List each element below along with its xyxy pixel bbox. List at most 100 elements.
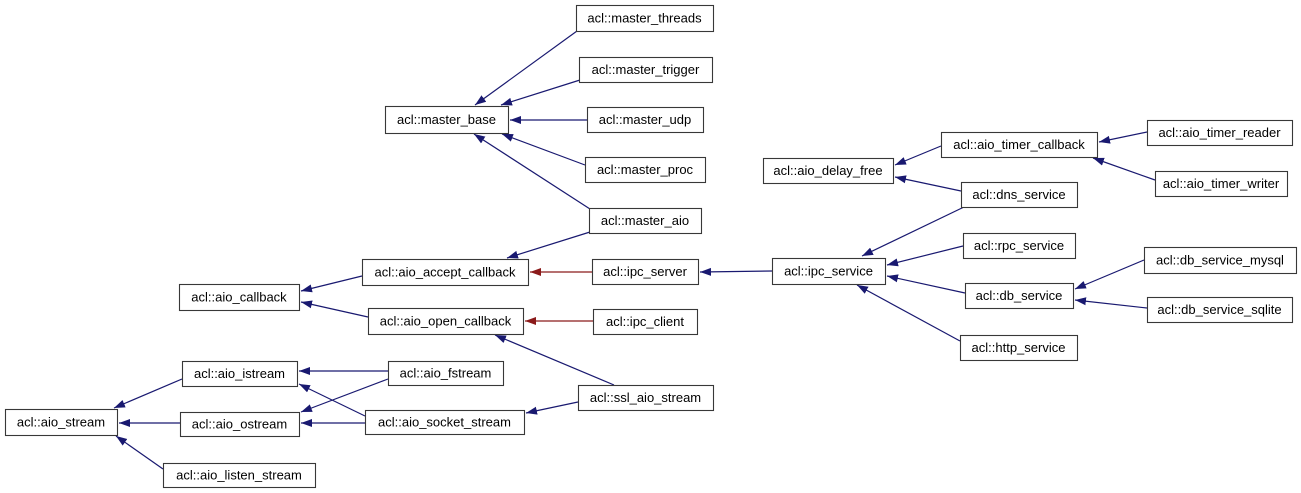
class-node-label-aio_fstream: acl::aio_fstream <box>400 366 492 381</box>
class-node-master_aio[interactable]: acl::master_aio <box>588 207 703 235</box>
class-node-ipc_client[interactable]: acl::ipc_client <box>592 308 699 336</box>
class-node-label-ipc_client: acl::ipc_client <box>606 314 684 329</box>
class-node-label-aio_timer_reader: acl::aio_timer_reader <box>1158 125 1281 140</box>
class-node-box-master_base <box>384 105 510 135</box>
class-node-label-aio_callback: acl::aio_callback <box>191 290 287 305</box>
class-node-box-aio_timer_reader <box>1146 119 1294 147</box>
class-node-label-dns_service: acl::dns_service <box>972 187 1065 202</box>
class-node-http_service[interactable]: acl::http_service <box>959 334 1079 362</box>
class-node-ipc_server[interactable]: acl::ipc_server <box>591 258 700 286</box>
inheritance-edge-ipc_service-to-ipc_server <box>699 267 773 276</box>
class-node-box-db_service_mysql <box>1143 246 1298 275</box>
inheritance-edge-db_service_sqlite-to-db_service <box>1074 297 1148 309</box>
class-node-db_service_mysql[interactable]: acl::db_service_mysql <box>1143 246 1298 275</box>
class-node-box-master_threads <box>575 4 715 33</box>
class-node-aio_delay_free[interactable]: acl::aio_delay_free <box>762 157 895 185</box>
inheritance-edge-aio_timer_reader-to-aio_timer_callback <box>1098 131 1148 144</box>
class-node-box-dns_service <box>960 181 1079 209</box>
inheritance-edge-dns_service-to-ipc_service <box>861 206 965 257</box>
class-node-aio_timer_reader[interactable]: acl::aio_timer_reader <box>1146 119 1294 147</box>
class-node-box-aio_stream <box>4 408 119 437</box>
class-node-aio_istream[interactable]: acl::aio_istream <box>181 360 299 388</box>
inheritance-edge-master_proc-to-master_base <box>501 133 586 166</box>
class-node-aio_listen_stream[interactable]: acl::aio_listen_stream <box>162 462 317 489</box>
class-node-box-aio_fstream <box>387 360 505 387</box>
class-node-master_udp[interactable]: acl::master_udp <box>586 106 705 134</box>
class-node-label-master_threads: acl::master_threads <box>587 11 702 26</box>
class-node-master_threads[interactable]: acl::master_threads <box>575 4 715 33</box>
class-node-box-db_service <box>964 282 1075 310</box>
class-node-label-db_service: acl::db_service <box>976 288 1063 303</box>
class-node-aio_open_callback[interactable]: acl::aio_open_callback <box>367 307 525 336</box>
inheritance-edge-aio_socket_stream-to-aio_istream <box>298 383 366 417</box>
inheritance-edge-master_trigger-to-master_base <box>500 79 581 106</box>
class-node-label-aio_istream: acl::aio_istream <box>194 366 285 381</box>
inheritance-edge-dns_service-to-aio_delay_free <box>894 175 962 192</box>
class-node-master_trigger[interactable]: acl::master_trigger <box>578 56 714 84</box>
class-node-aio_timer_callback[interactable]: acl::aio_timer_callback <box>940 131 1099 159</box>
class-node-label-master_aio: acl::master_aio <box>601 213 689 228</box>
class-node-label-db_service_mysql: acl::db_service_mysql <box>1156 253 1284 268</box>
inheritance-edge-master_threads-to-master_base <box>474 30 578 106</box>
class-node-label-master_proc: acl::master_proc <box>597 162 694 177</box>
class-node-label-ipc_service: acl::ipc_service <box>784 264 873 279</box>
class-node-ipc_service[interactable]: acl::ipc_service <box>771 257 887 286</box>
class-node-label-aio_socket_stream: acl::aio_socket_stream <box>378 415 511 430</box>
class-node-box-aio_delay_free <box>762 157 895 185</box>
class-node-label-master_trigger: acl::master_trigger <box>592 62 700 77</box>
class-node-box-aio_listen_stream <box>162 462 317 489</box>
class-node-box-http_service <box>959 334 1079 362</box>
class-node-box-ipc_client <box>592 308 699 336</box>
class-node-aio_fstream[interactable]: acl::aio_fstream <box>387 360 505 387</box>
class-node-box-rpc_service <box>962 232 1077 260</box>
class-node-label-aio_listen_stream: acl::aio_listen_stream <box>176 468 302 483</box>
inheritance-edge-aio_timer_writer-to-aio_timer_callback <box>1092 157 1156 181</box>
class-node-box-ipc_service <box>771 257 887 286</box>
class-node-label-aio_timer_callback: acl::aio_timer_callback <box>953 137 1085 152</box>
class-node-box-master_aio <box>588 207 703 235</box>
inheritance-edge-aio_open_callback-to-aio_callback <box>300 300 369 318</box>
class-node-label-aio_delay_free: acl::aio_delay_free <box>773 163 882 178</box>
class-node-box-aio_callback <box>178 283 301 312</box>
class-node-master_proc[interactable]: acl::master_proc <box>584 156 707 184</box>
inheritance-edge-master_aio-to-aio_accept_callback <box>506 231 591 259</box>
class-node-label-db_service_sqlite: acl::db_service_sqlite <box>1157 302 1281 317</box>
inheritance-edge-rpc_service-to-ipc_service <box>886 245 964 267</box>
class-node-aio_stream[interactable]: acl::aio_stream <box>4 408 119 437</box>
class-node-aio_ostream[interactable]: acl::aio_ostream <box>179 411 301 438</box>
inheritance-edge-ssl_aio_stream-to-aio_open_callback <box>494 334 615 386</box>
class-node-label-http_service: acl::http_service <box>972 340 1066 355</box>
class-node-box-aio_socket_stream <box>364 409 526 436</box>
inheritance-edge-aio_fstream-to-aio_ostream <box>300 378 389 413</box>
class-node-label-master_base: acl::master_base <box>397 112 496 127</box>
class-node-rpc_service[interactable]: acl::rpc_service <box>962 232 1077 260</box>
class-node-box-aio_open_callback <box>367 307 525 336</box>
class-node-box-db_service_sqlite <box>1146 296 1294 324</box>
class-node-label-ipc_server: acl::ipc_server <box>603 264 687 279</box>
class-node-box-ssl_aio_stream <box>577 384 715 412</box>
inheritance-edge-master_aio-to-master_base <box>473 133 591 210</box>
class-node-box-master_trigger <box>578 56 714 84</box>
inheritance-edge-http_service-to-ipc_service <box>856 284 961 342</box>
class-node-aio_accept_callback[interactable]: acl::aio_accept_callback <box>361 258 530 287</box>
inheritance-edge-aio_listen_stream-to-aio_stream <box>115 435 164 470</box>
class-node-ssl_aio_stream[interactable]: acl::ssl_aio_stream <box>577 384 715 412</box>
inheritance-edge-db_service_mysql-to-db_service <box>1074 259 1145 290</box>
class-node-master_base[interactable]: acl::master_base <box>384 105 510 135</box>
inheritance-edge-ssl_aio_stream-to-aio_socket_stream <box>525 401 579 415</box>
class-node-box-aio_timer_callback <box>940 131 1099 159</box>
class-node-aio_callback[interactable]: acl::aio_callback <box>178 283 301 312</box>
class-node-label-master_udp: acl::master_udp <box>599 112 692 127</box>
class-node-label-aio_ostream: acl::aio_ostream <box>192 417 287 432</box>
class-node-dns_service[interactable]: acl::dns_service <box>960 181 1079 209</box>
class-node-db_service[interactable]: acl::db_service <box>964 282 1075 310</box>
class-node-aio_socket_stream[interactable]: acl::aio_socket_stream <box>364 409 526 436</box>
class-node-box-master_proc <box>584 156 707 184</box>
inheritance-edge-aio_accept_callback-to-aio_callback <box>300 275 363 293</box>
class-node-label-aio_timer_writer: acl::aio_timer_writer <box>1163 176 1280 191</box>
inheritance-edge-aio_timer_callback-to-aio_delay_free <box>894 145 942 166</box>
class-node-aio_timer_writer[interactable]: acl::aio_timer_writer <box>1154 170 1289 198</box>
class-node-box-aio_ostream <box>179 411 301 438</box>
class-node-db_service_sqlite[interactable]: acl::db_service_sqlite <box>1146 296 1294 324</box>
